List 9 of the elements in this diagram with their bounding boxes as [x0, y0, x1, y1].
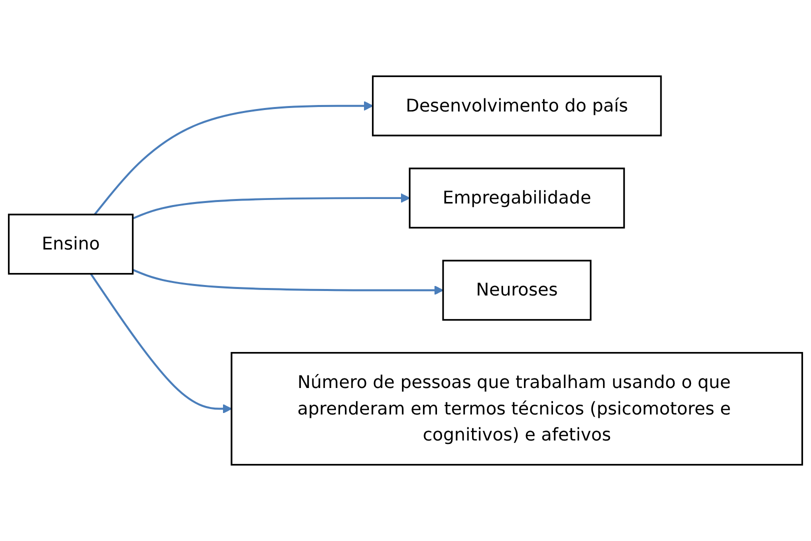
- node-box: Número de pessoas que trabalham usando o que aprenderam em termos técnicos (psicomotores e cognitivos) e afetivos: [230, 352, 804, 466]
- node-box: Neuroses: [442, 260, 592, 321]
- arrow: [90, 273, 232, 414]
- arrow: [94, 101, 374, 216]
- node-box: Ensino: [8, 214, 134, 275]
- node-box: Empregabilidade: [408, 168, 625, 229]
- arrow: [132, 268, 444, 296]
- arrow: [132, 193, 410, 220]
- node-box: Desenvolvimento do país: [372, 75, 662, 136]
